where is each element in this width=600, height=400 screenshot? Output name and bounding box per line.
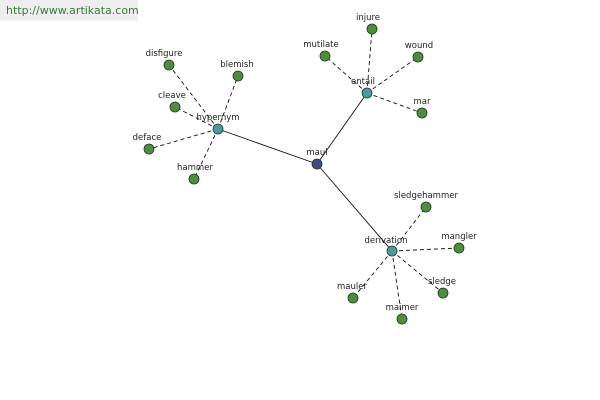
leaf-node-circle[interactable]	[143, 143, 155, 155]
leaf-node-circle[interactable]	[366, 23, 378, 35]
center-node-circle[interactable]	[311, 158, 323, 170]
site-watermark: http://www.artikata.com	[0, 0, 139, 21]
leaf-node-maimer[interactable]: maimer	[386, 303, 419, 325]
leaf-node-label: disfigure	[146, 49, 183, 59]
leaf-node-circle[interactable]	[232, 70, 244, 82]
leaf-node-cleave[interactable]: cleave	[158, 91, 186, 113]
leaf-node-injure[interactable]: injure	[356, 13, 380, 35]
edge-entail-wound	[366, 56, 419, 94]
edge-derivation-mangler	[391, 247, 460, 252]
leaf-node-circle[interactable]	[188, 173, 200, 185]
edge-hypernym-blemish	[217, 75, 239, 130]
relation-node-label: entail	[351, 77, 375, 87]
leaf-node-blemish[interactable]: blemish	[220, 60, 254, 82]
leaf-node-circle[interactable]	[416, 107, 428, 119]
center-node-label: maul	[306, 148, 327, 158]
leaf-node-mar[interactable]: mar	[414, 97, 431, 119]
edge-entail-mutilate	[324, 55, 368, 94]
leaf-node-label: mutilate	[303, 40, 339, 50]
relation-node-label: hypernym	[196, 113, 239, 123]
relation-node-circle[interactable]	[386, 245, 398, 257]
edge-derivation-sledgehammer	[391, 206, 427, 252]
relation-node-entail[interactable]: entail	[351, 77, 375, 99]
edge-maul-derivation	[316, 163, 393, 252]
leaf-node-mauler[interactable]: mauler	[337, 282, 367, 304]
leaf-node-label: mar	[414, 97, 431, 107]
edge-entail-injure	[366, 28, 373, 94]
leaf-node-label: injure	[356, 13, 380, 23]
leaf-node-label: wound	[405, 41, 433, 51]
center-node-maul[interactable]: maul	[306, 148, 328, 170]
relation-node-derivation[interactable]: derivation	[364, 236, 408, 257]
leaf-node-label: deface	[133, 133, 162, 143]
relation-node-hypernym[interactable]: hypernym	[196, 113, 240, 135]
leaf-node-circle[interactable]	[163, 59, 175, 71]
edge-maul-entail	[316, 92, 368, 165]
leaf-node-label: hammer	[177, 163, 213, 173]
leaf-node-label: sledgehammer	[394, 191, 458, 201]
leaf-node-circle[interactable]	[169, 101, 181, 113]
leaf-node-hammer[interactable]: hammer	[177, 163, 213, 185]
leaf-node-label: maimer	[386, 303, 419, 313]
leaf-node-label: mauler	[337, 282, 367, 292]
leaf-node-disfigure[interactable]: disfigure	[146, 49, 183, 71]
leaf-node-circle[interactable]	[412, 51, 424, 63]
edge-hypernym-deface	[148, 128, 219, 150]
leaf-node-circle[interactable]	[437, 287, 449, 299]
edge-entail-mar	[366, 92, 423, 114]
relation-node-label: derivation	[364, 236, 407, 246]
leaf-node-circle[interactable]	[453, 242, 465, 254]
edge-derivation-maimer	[391, 250, 403, 320]
edge-derivation-mauler	[352, 250, 393, 299]
leaf-node-mangler[interactable]: mangler	[441, 232, 477, 254]
leaf-node-circle[interactable]	[396, 313, 408, 325]
edge-hypernym-hammer	[193, 128, 219, 180]
graph-edges	[148, 28, 460, 320]
leaf-node-wound[interactable]: wound	[405, 41, 433, 63]
leaf-node-label: mangler	[441, 232, 477, 242]
leaf-node-label: cleave	[158, 91, 186, 101]
leaf-node-circle[interactable]	[319, 50, 331, 62]
leaf-node-label: blemish	[220, 60, 253, 70]
edge-maul-hypernym	[217, 128, 318, 165]
leaf-node-sledge[interactable]: sledge	[428, 277, 456, 299]
edge-hypernym-cleave	[174, 106, 219, 130]
leaf-node-deface[interactable]: deface	[133, 133, 162, 155]
relation-node-circle[interactable]	[212, 123, 224, 135]
leaf-node-label: sledge	[428, 277, 456, 287]
relation-node-circle[interactable]	[361, 87, 373, 99]
leaf-node-circle[interactable]	[347, 292, 359, 304]
graph-nodes: disfigure blemish cleave deface hammer injure…	[133, 13, 477, 325]
leaf-node-circle[interactable]	[420, 201, 432, 213]
leaf-node-mutilate[interactable]: mutilate	[303, 40, 339, 62]
leaf-node-sledgehammer[interactable]: sledgehammer	[394, 191, 458, 213]
